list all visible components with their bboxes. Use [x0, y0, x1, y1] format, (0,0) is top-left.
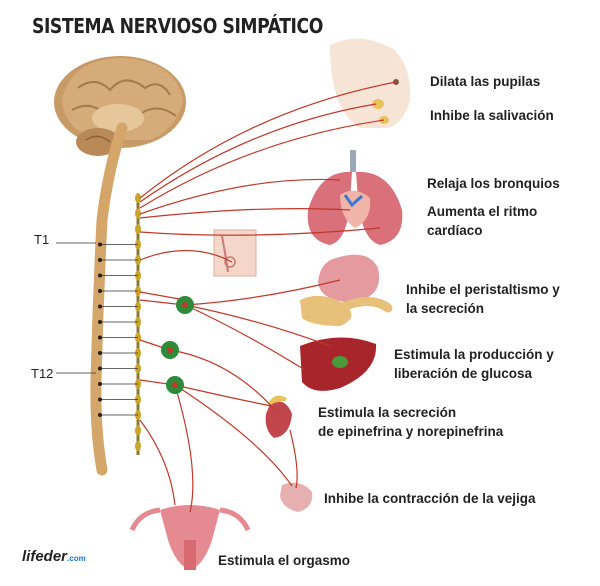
effect-liver-2: liberación de glucosa	[394, 366, 533, 381]
brain-illustration	[54, 56, 186, 156]
nerve-fiber	[139, 119, 385, 209]
connector-node	[98, 289, 102, 293]
nerve-fiber	[139, 103, 377, 203]
effect-adrenal-2: de epinefrina y norepinefrina	[318, 424, 504, 439]
ganglion-core	[182, 302, 188, 308]
nerve-fiber	[174, 384, 293, 487]
nerve-fiber	[139, 227, 381, 236]
chain-bead	[135, 425, 141, 436]
effect-bronchi: Relaja los bronquios	[427, 176, 560, 191]
skin-illustration	[213, 229, 257, 277]
connector-node	[98, 304, 102, 309]
effect-heart-1: Aumenta el ritmo	[427, 204, 538, 219]
nerve-fiber	[184, 304, 306, 371]
lungs-illustration	[307, 150, 403, 245]
liver-illustration	[300, 337, 377, 391]
spinal-connectors	[56, 242, 138, 417]
effect-liver-1: Estimula la producción y	[394, 347, 554, 362]
nerve-fiber	[184, 279, 341, 306]
t12-label: T12	[31, 366, 54, 381]
connector-node	[98, 351, 102, 355]
prevertebral-ganglia	[161, 296, 194, 394]
effect-bladder: Inhibe la contracción de la vejiga	[324, 491, 536, 506]
connector-node	[98, 382, 102, 386]
nerve-fiber	[139, 291, 186, 301]
nerve-fiber	[184, 304, 331, 347]
nerve-fiber	[139, 178, 341, 215]
effect-orgasm: Estimula el orgasmo	[218, 553, 351, 568]
chain-ganglia	[135, 193, 141, 451]
spinal-cord	[90, 122, 128, 476]
chain-bead	[135, 224, 141, 234]
connector-node	[98, 366, 102, 371]
connector-node	[98, 413, 102, 417]
ganglion-core	[167, 347, 173, 353]
effect-stomach-2: la secreción	[406, 301, 485, 316]
page-title: SISTEMA NERVIOSO SIMPÁTICO	[32, 14, 323, 38]
effect-saliva: Inhibe la salivación	[430, 108, 554, 123]
connector-node	[98, 335, 102, 340]
lifeder-logo[interactable]: lifeder.com	[22, 548, 86, 565]
chain-bead	[135, 193, 141, 203]
connector-node	[98, 397, 102, 402]
connector-node	[98, 258, 102, 262]
chain-bead	[135, 441, 141, 451]
nerve-fiber	[174, 384, 194, 513]
stomach-illustration	[300, 254, 393, 326]
head-illustration	[330, 38, 411, 128]
nerve-fiber	[139, 249, 233, 263]
nerve-fiber	[139, 208, 351, 219]
effect-adrenal-1: Estimula la secreción	[318, 405, 457, 420]
nerve-fibers	[139, 81, 397, 513]
effect-pupils: Dilata las pupilas	[430, 74, 541, 89]
effect-heart-2: cardíaco	[427, 223, 483, 238]
effect-stomach-1: Inhibe el peristaltismo y	[406, 282, 560, 297]
bladder-illustration	[280, 482, 313, 512]
nerve-fiber	[139, 81, 397, 199]
t1-label: T1	[34, 232, 50, 247]
uterus-illustration	[129, 505, 251, 570]
ganglion-core	[172, 382, 178, 388]
connector-node	[98, 242, 102, 247]
nerve-fiber	[174, 384, 273, 407]
nerve-fiber	[139, 419, 176, 506]
connector-node	[98, 273, 102, 278]
connector-node	[98, 320, 102, 324]
nerve-fiber	[289, 429, 298, 489]
nerve-fiber	[169, 349, 276, 411]
chain-bead	[135, 208, 141, 219]
adrenal-kidney-illustration	[265, 395, 292, 438]
